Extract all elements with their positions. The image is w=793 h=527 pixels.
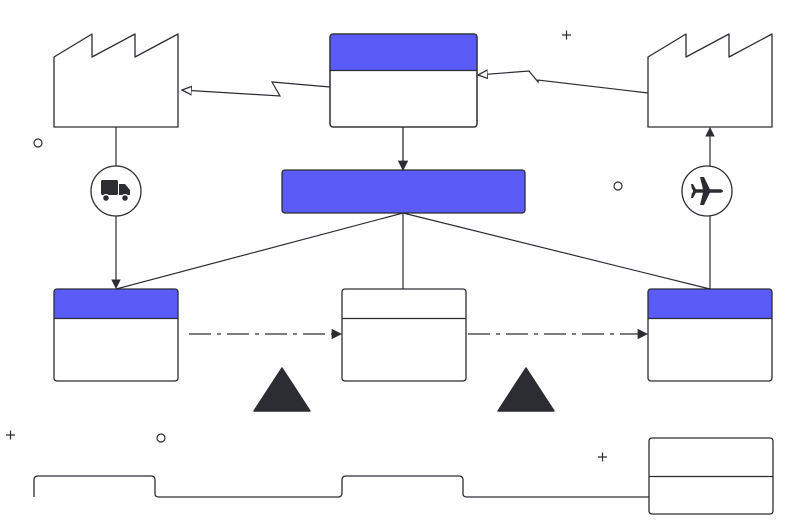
electronic-information-flow xyxy=(182,81,331,97)
factory-icon[interactable] xyxy=(53,33,179,128)
plus-mark xyxy=(6,430,15,440)
electronic-information-flow xyxy=(478,71,649,94)
plus-mark xyxy=(598,452,607,462)
timeline-ladder xyxy=(33,475,649,498)
process-box[interactable] xyxy=(341,288,467,382)
inventory-triangle-icon[interactable] xyxy=(497,367,555,412)
inventory-triangle-icon[interactable] xyxy=(253,367,311,412)
process-box[interactable] xyxy=(647,288,773,382)
truck-shipment[interactable] xyxy=(90,165,142,217)
circle-mark xyxy=(613,181,623,191)
airplane-shipment[interactable] xyxy=(681,165,733,217)
timeline-total-box[interactable] xyxy=(648,437,774,515)
schedule-bar[interactable] xyxy=(281,169,526,214)
decorative-marks xyxy=(6,30,623,462)
production-control-box[interactable] xyxy=(329,33,478,128)
plus-mark xyxy=(562,30,571,40)
truck-icon xyxy=(101,180,130,203)
circle-mark xyxy=(156,433,166,443)
process-box[interactable] xyxy=(53,288,179,382)
airplane-icon xyxy=(691,177,723,205)
schedule-connectors xyxy=(115,212,711,290)
circle-mark xyxy=(33,138,43,148)
factory-icon[interactable] xyxy=(647,33,773,128)
